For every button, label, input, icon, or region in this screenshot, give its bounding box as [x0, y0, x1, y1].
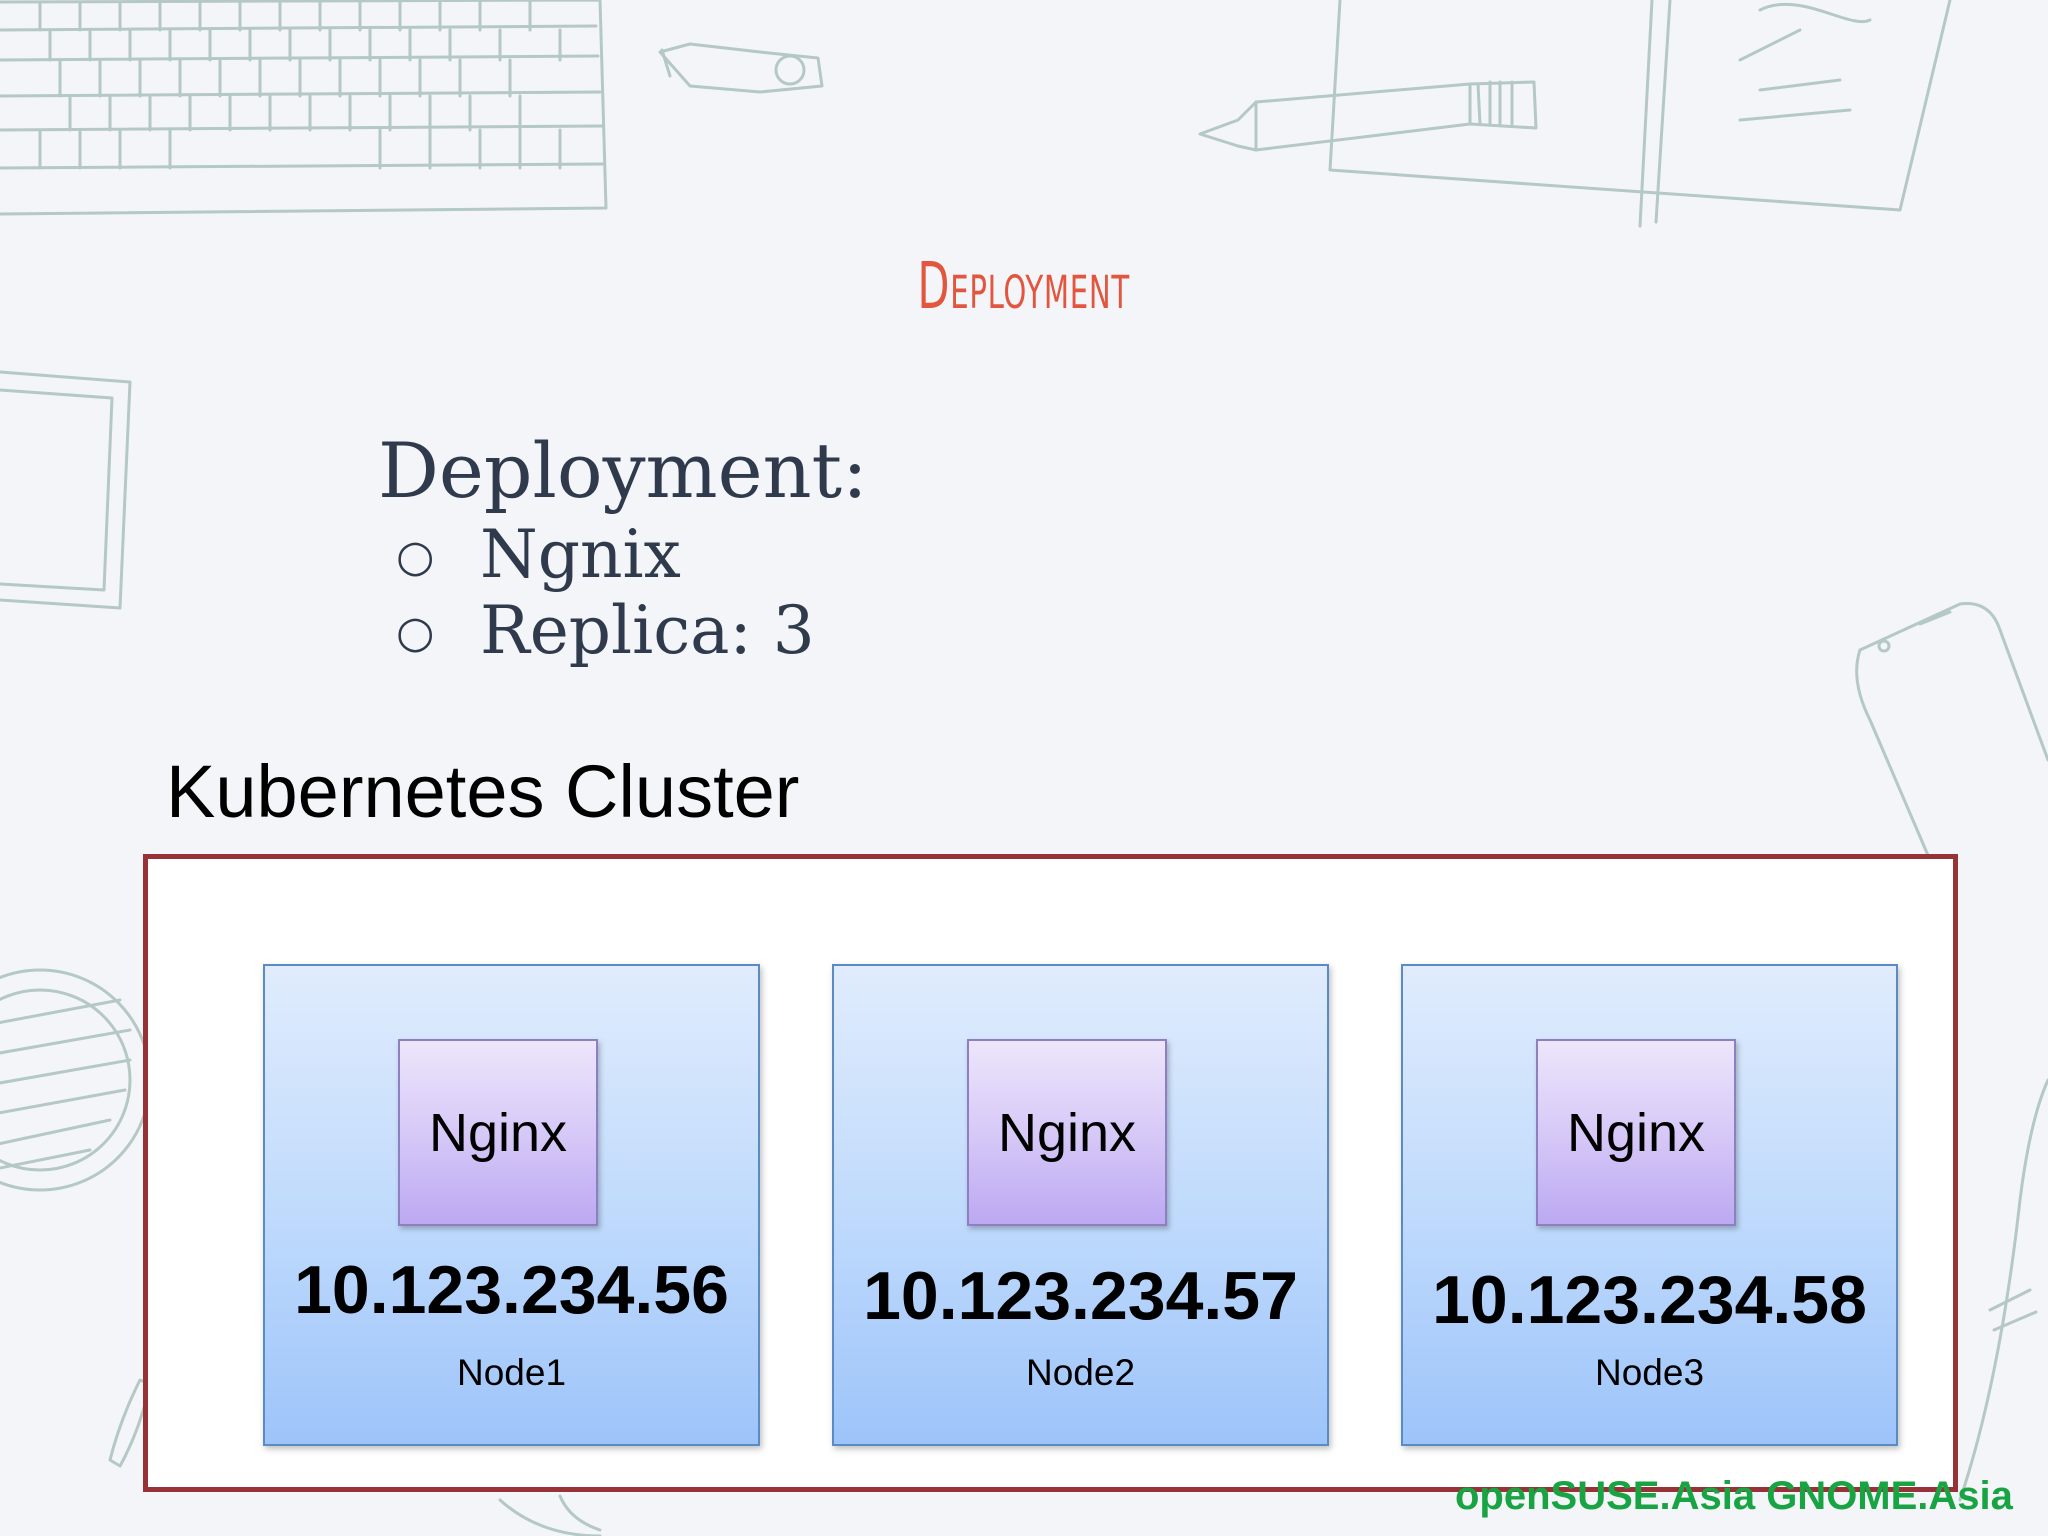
- cluster-label: Kubernetes Cluster: [166, 750, 800, 833]
- footer-branding: openSUSE.Asia GNOME.Asia: [1455, 1474, 2013, 1518]
- spec-item-image: Ngnix: [480, 516, 681, 593]
- pod-box: Nginx: [398, 1039, 598, 1226]
- bullet-circle-icon: ○: [396, 607, 435, 658]
- pod-box: Nginx: [1536, 1039, 1736, 1226]
- list-item: ○ Replica: 3: [378, 593, 868, 669]
- node-name: Node2: [1025, 1352, 1136, 1393]
- headphone-sketch-icon: [498, 1494, 602, 1536]
- slide-title: Deployment: [917, 250, 1130, 324]
- node-ip: 10.123.234.58: [1432, 1262, 1867, 1338]
- deployment-spec: Deployment: ○ Ngnix ○ Replica: 3: [378, 425, 868, 669]
- node-box-2: Nginx 10.123.234.57 Node2: [832, 964, 1329, 1446]
- spec-heading: Deployment:: [378, 426, 868, 515]
- keyboard-sketch-icon: [0, 0, 608, 216]
- node-ip: 10.123.234.56: [294, 1252, 729, 1328]
- spec-item-replica: Replica: 3: [480, 592, 815, 669]
- node-box-3: Nginx 10.123.234.58 Node3: [1401, 964, 1898, 1446]
- tablet-sketch-icon: [0, 370, 132, 610]
- marker-sketch-icon: [1198, 80, 1538, 152]
- spec-list: ○ Ngnix ○ Replica: 3: [378, 517, 868, 669]
- phone-sketch-icon: [1855, 602, 2048, 862]
- node-name: Node3: [1594, 1352, 1705, 1393]
- bullet-circle-icon: ○: [396, 531, 435, 582]
- cable-sketch-icon: [1958, 1078, 2048, 1502]
- node-name: Node1: [456, 1352, 567, 1393]
- list-item: ○ Ngnix: [378, 517, 868, 593]
- usb-stick-sketch-icon: [658, 42, 824, 94]
- node-box-1: Nginx 10.123.234.56 Node1: [263, 964, 760, 1446]
- kubernetes-cluster-box: Nginx 10.123.234.56 Node1 Nginx 10.123.2…: [143, 854, 1958, 1492]
- coffee-cup-sketch-icon: [0, 968, 152, 1192]
- pod-box: Nginx: [967, 1039, 1167, 1226]
- node-ip: 10.123.234.57: [863, 1258, 1298, 1334]
- notebook-sketch-icon: [1328, 0, 1952, 228]
